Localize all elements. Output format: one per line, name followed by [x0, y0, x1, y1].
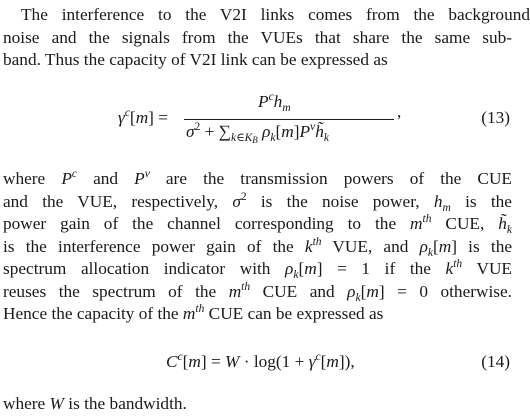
paragraph-2-line-6: reuses the spectrum of the mth CUE and ρ…: [3, 280, 512, 304]
paragraph-2-line-3: power gain of the channel corresponding …: [3, 213, 512, 236]
eq13-denominator: σ2 + ∑k∈KB ρk[m]Pvh̃k: [186, 121, 329, 145]
paragraph-1-line-3: band. Thus the capacity of V2I link can …: [3, 50, 388, 69]
paragraph-1-line-1: The interference to the V2I links comes …: [21, 5, 530, 24]
eq13-lhs: γc[m] =: [118, 107, 168, 127]
paragraph-2-line-2: and the VUE, respectively, σ2 is the noi…: [3, 190, 512, 214]
paragraph-3-line-1: where W is the bandwidth.: [3, 394, 187, 413]
paragraph-1: The interference to the V2I links comes …: [3, 4, 530, 72]
paragraph-2-line-4: is the interference power gain of the kt…: [3, 235, 513, 259]
paragraph-2-line-5: spectrum allocation indicator with ρk[m]…: [3, 258, 512, 281]
paragraph-1-line-2: noise and the signals from the VUEs that…: [3, 27, 512, 47]
eq13-numerator: Pchm: [258, 91, 291, 114]
equation-14: Cc[m] = W · log(1 + γc[m]), (14): [0, 348, 518, 378]
paragraph-2-line-7: Hence the capacity of the mth CUE can be…: [3, 303, 384, 323]
eq14-number: (14): [481, 352, 510, 371]
eq14-expression: Cc[m] = W · log(1 + γc[m]),: [166, 351, 355, 371]
equation-13: γc[m] = Pchm σ2 + ∑k∈KB ρk[m]Pvh̃k , (13…: [0, 91, 518, 152]
paragraph-2: where Pc and Pv are the transmission pow…: [3, 168, 512, 326]
paragraph-3: where W is the bandwidth.: [3, 393, 512, 416]
eq13-number: (13): [481, 108, 510, 127]
eq13-trailing-comma: ,: [397, 102, 402, 121]
paragraph-2-line-1: where Pc and Pv are the transmission pow…: [3, 168, 512, 188]
paper-page: The interference to the V2I links comes …: [0, 4, 530, 416]
eq13-fraction-bar: [184, 119, 394, 120]
